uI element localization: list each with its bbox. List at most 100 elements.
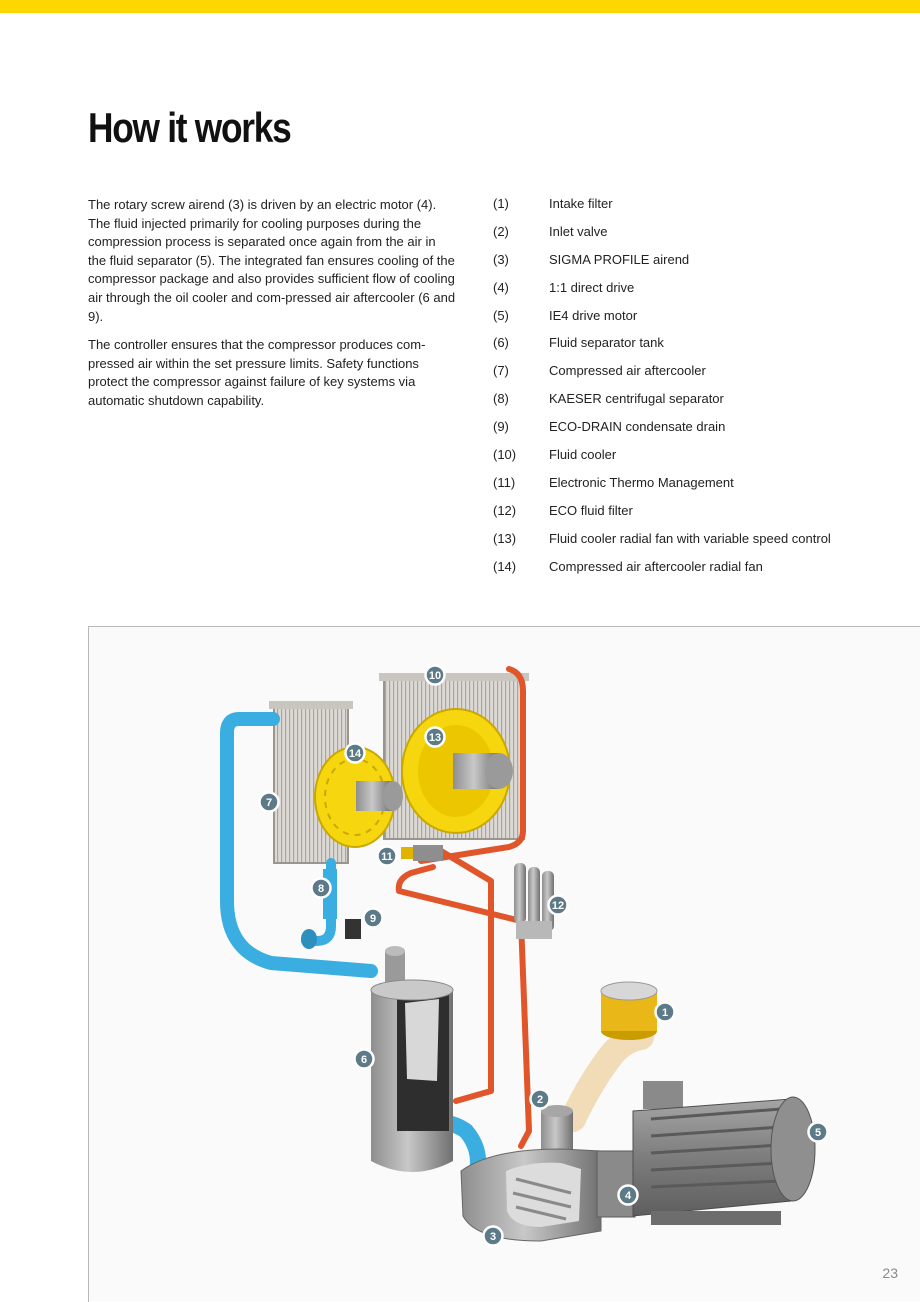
filter-cartridge-2 xyxy=(528,867,540,927)
callout-label: 11 xyxy=(381,851,393,863)
aftercooler-fan-motor-cap xyxy=(383,781,403,811)
thermo-valve-body xyxy=(413,845,443,861)
legend-label: Compressed air aftercooler xyxy=(549,363,706,379)
eco-drain-unit xyxy=(345,919,361,939)
filter-cartridge-3 xyxy=(542,871,554,931)
inlet-valve-top xyxy=(541,1105,573,1117)
callout-2: 2 xyxy=(529,1088,551,1110)
callout-14: 14 xyxy=(344,742,366,764)
legend-label: KAESER centrifugal separator xyxy=(549,391,724,407)
legend-number: (5) xyxy=(493,307,509,323)
legend-label: Fluid separator tank xyxy=(549,335,664,351)
callout-4: 4 xyxy=(617,1184,639,1206)
intake-assembly xyxy=(560,981,658,1132)
legend-label: 1:1 direct drive xyxy=(549,279,635,295)
legend-item: (13) Fluid cooler radial fan with variabl… xyxy=(493,529,913,557)
air-pipe-drop xyxy=(301,858,336,946)
direct-drive-coupling xyxy=(596,1150,636,1218)
tank-outlet-cap xyxy=(385,946,405,956)
callout-label: 13 xyxy=(429,732,441,744)
oil-pipe-filter xyxy=(395,864,532,1149)
callout-label: 9 xyxy=(370,913,376,925)
drain-inlet xyxy=(301,929,317,949)
separator-tank xyxy=(370,946,454,1172)
callout-10: 10 xyxy=(424,664,446,686)
legend-item: (14) Compressed air aftercooler radial fa… xyxy=(493,557,913,585)
callout-8: 8 xyxy=(310,877,332,899)
legend-item: (4) 1:1 direct drive xyxy=(493,278,913,306)
legend-number: (11) xyxy=(493,474,516,490)
callout-5: 5 xyxy=(807,1121,829,1143)
intake-filter-top xyxy=(600,981,658,1001)
oil-pipe xyxy=(395,666,532,1149)
legend-label: Fluid cooler radial fan with variable sp… xyxy=(549,530,831,546)
callout-label: 2 xyxy=(537,1094,543,1106)
callout-6: 6 xyxy=(353,1048,375,1070)
callout-label: 10 xyxy=(429,670,441,682)
legend-item: (8) KAESER centrifugal separator xyxy=(493,389,913,417)
callout-12: 12 xyxy=(547,894,569,916)
drive-motor xyxy=(632,1081,816,1225)
inlet-valve-body xyxy=(541,1111,573,1153)
callout-label: 12 xyxy=(552,900,564,912)
intake-hose xyxy=(560,1024,654,1132)
legend-number: (13) xyxy=(493,530,517,546)
motor-base xyxy=(651,1211,781,1225)
legend-label: ECO fluid filter xyxy=(549,502,633,518)
legend-number: (12) xyxy=(493,502,517,518)
legend-label: Fluid cooler xyxy=(549,447,617,463)
aftercooler-top-plate xyxy=(269,701,353,709)
airend xyxy=(460,1148,602,1242)
legend-item: (9)ECO-DRAIN condensate drain xyxy=(493,417,913,445)
callout-label: 14 xyxy=(349,748,362,760)
motor-cooling-ribs xyxy=(650,1107,782,1189)
motor-terminal-box xyxy=(643,1081,683,1109)
legend-label: Compressed air aftercooler radial fan xyxy=(549,558,763,574)
callout-9: 9 xyxy=(362,907,384,929)
legend-label: SIGMA PROFILE airend xyxy=(549,251,690,267)
legend-number: (8) xyxy=(493,391,509,407)
fluid-cooler-top-plate xyxy=(379,673,529,681)
intro-paragraph-2: The controller ensures that the compress… xyxy=(88,337,426,408)
motor-fan-cover xyxy=(770,1096,816,1202)
intro-text: The rotary screw airend (3) is driven by… xyxy=(88,196,456,421)
motor-housing xyxy=(632,1098,792,1217)
legend-item: (7)Compressed air aftercooler xyxy=(493,361,913,389)
callout-1: 1 xyxy=(654,1001,676,1023)
inlet-valve xyxy=(541,1105,573,1153)
filter-cartridge-1 xyxy=(514,863,526,923)
legend-number: (6) xyxy=(493,335,509,351)
legend-number: (4) xyxy=(493,279,509,295)
legend-number: (1) xyxy=(493,196,509,211)
page-number: 23 xyxy=(882,1265,898,1281)
callout-3: 3 xyxy=(482,1225,504,1247)
callout-7: 7 xyxy=(258,791,280,813)
compressor-diagram-frame: 1 2 3 4 5 6 7 8 9 10 11 12 13 14 xyxy=(88,626,920,1302)
thermo-valve-actuator xyxy=(401,847,413,859)
legend-number: (14) xyxy=(493,558,517,574)
legend-number: (10) xyxy=(493,447,517,463)
filter-head xyxy=(516,921,552,939)
airend-rotor-lobes xyxy=(512,1177,572,1221)
legend-label: IE4 drive motor xyxy=(549,307,638,323)
legend-item: (1)Intake filter xyxy=(493,194,913,222)
callout-label: 3 xyxy=(490,1231,496,1243)
oil-pipe-cooler-return xyxy=(418,666,526,864)
fluid-cooler-fan-motor-cap xyxy=(485,753,513,789)
callout-label: 4 xyxy=(625,1190,632,1202)
tank-lid xyxy=(370,979,454,1001)
tank-separator-element xyxy=(405,999,439,1081)
thermo-valve xyxy=(401,845,443,861)
legend-item: (6) Fluid separator tank xyxy=(493,333,913,361)
top-accent-bar xyxy=(0,0,920,13)
legend-item: (5) IE4 drive motor xyxy=(493,306,913,334)
legend-number: (2) xyxy=(493,223,509,239)
legend-item: (11)Electronic Thermo Management xyxy=(493,473,913,501)
callout-13: 13 xyxy=(424,726,446,748)
page-title: How it works xyxy=(88,104,292,151)
compressor-diagram: 1 2 3 4 5 6 7 8 9 10 11 12 13 14 xyxy=(220,664,829,1247)
oil-pipe-tank xyxy=(438,848,494,1104)
component-legend: (1)Intake filter (2)Inlet valve (3)SIGMA… xyxy=(493,194,913,584)
callout-label: 5 xyxy=(815,1127,821,1139)
callout-11: 11 xyxy=(376,845,398,867)
